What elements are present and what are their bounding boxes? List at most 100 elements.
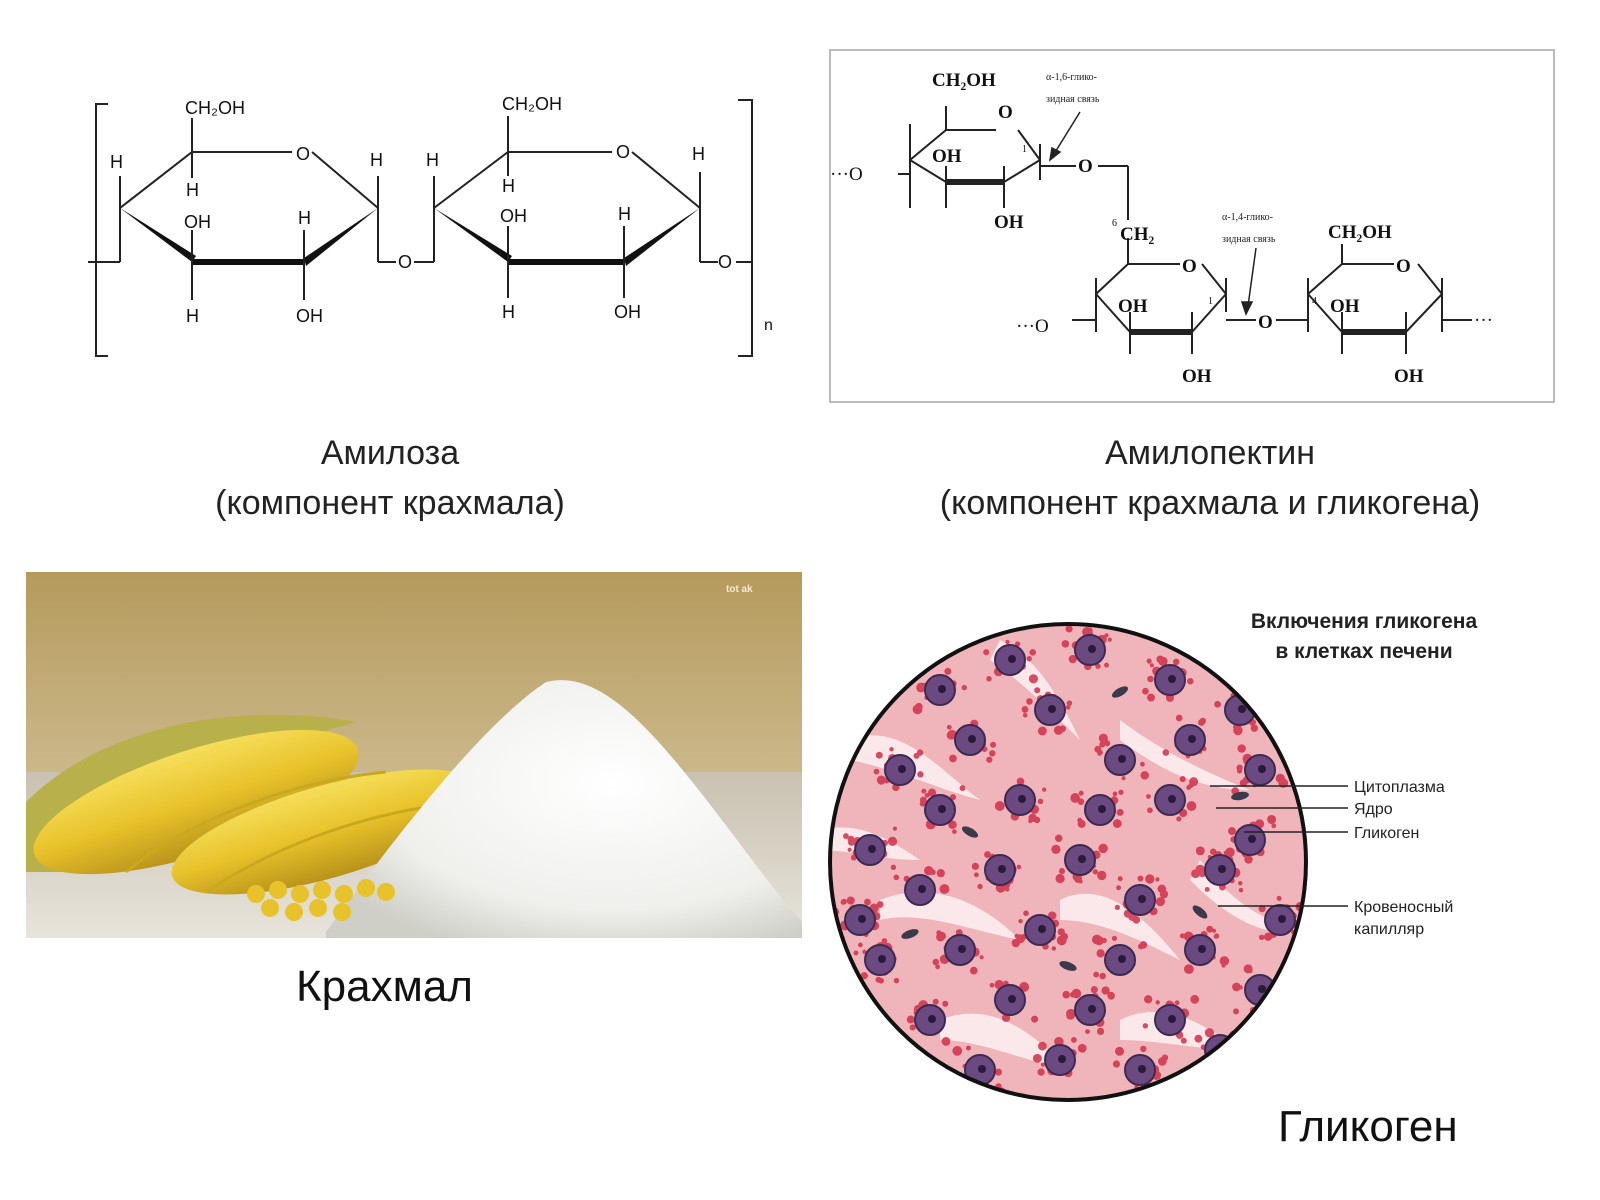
bond-16-label-line2: зидная связь <box>1046 94 1100 105</box>
glycogen-granule <box>1172 658 1180 666</box>
amylose-h-2: H <box>186 180 199 200</box>
glycogen-granule <box>949 794 957 801</box>
glycogen-granule <box>1097 870 1107 881</box>
nucleolus <box>1048 705 1056 713</box>
glycogen-granule <box>952 1046 963 1056</box>
glycogen-granule <box>846 896 855 905</box>
glycogen-granule <box>1021 706 1029 713</box>
legend-leaders <box>1210 785 1348 907</box>
glycogen-granule <box>1142 687 1149 695</box>
bond-14-label-line1: α-1,4-глико- <box>1222 212 1273 223</box>
glycogen-granule <box>979 955 984 960</box>
glycogen-granule <box>1228 827 1236 835</box>
amylose-caption-subtitle: (компонент крахмала) <box>215 484 565 522</box>
amylose-h-1: H <box>110 152 123 172</box>
glycogen-granule <box>1236 768 1243 774</box>
glycogen-granule <box>1271 823 1277 829</box>
glycogen-granule <box>1140 1045 1147 1053</box>
glycogen-granule <box>1098 843 1108 854</box>
nucleolus <box>958 945 966 953</box>
amylose-h-3: H <box>298 208 311 228</box>
glycogen-granule <box>1301 916 1306 921</box>
glycogen-granule <box>1016 934 1025 944</box>
amylose-h-6: H <box>426 150 439 170</box>
glycogen-granule <box>973 872 979 878</box>
nucleolus <box>1118 955 1126 963</box>
glycogen-granule <box>1078 790 1084 796</box>
left-bracket <box>95 103 108 357</box>
glycogen-granule <box>1186 801 1197 811</box>
glycogen-granule <box>1032 1053 1042 1063</box>
glycogen-granule <box>1090 986 1098 994</box>
glycogen-granule <box>1155 1000 1160 1005</box>
amylopectin-ch2: CH₂ <box>1120 224 1155 245</box>
micrograph-border <box>828 622 1308 1102</box>
glycogen-granule <box>1187 677 1194 685</box>
amylopectin-num-4: 4 <box>1312 296 1317 307</box>
nucleolus <box>1218 865 1226 873</box>
glycogen-granule <box>1023 910 1029 917</box>
glycogen-granule <box>1065 705 1071 710</box>
glycogen-granule <box>1112 791 1118 797</box>
glycogen-granule <box>917 771 924 778</box>
glycogen-granule <box>892 826 897 831</box>
nucleolus <box>1018 795 1026 803</box>
glycogen-granule <box>1155 877 1160 882</box>
glycogen-granule <box>906 1015 915 1024</box>
glycogen-granule <box>873 768 880 775</box>
glycogen-granule <box>1051 946 1057 951</box>
glycogen-granule <box>1037 798 1044 805</box>
amylose-h-4: H <box>370 150 383 170</box>
amylopectin-ring-bottom-right <box>1307 244 1472 354</box>
nucleolus <box>1198 945 1206 953</box>
glycogen-granule <box>1016 778 1022 784</box>
nucleolus <box>978 1065 986 1073</box>
glycogen-granule <box>949 754 957 763</box>
hepatocyte-nucleus <box>1204 1034 1236 1066</box>
glycogen-granule <box>1096 949 1105 958</box>
glycogen-granule <box>1149 663 1154 668</box>
glycogen-granule <box>1095 663 1101 669</box>
glycogen-granule <box>1028 674 1038 684</box>
glycogen-granule <box>932 998 939 1005</box>
amylopectin-dots-o-top: ···O <box>830 164 863 185</box>
glycogen-granule <box>862 949 867 954</box>
glycogen-granule <box>1086 627 1093 634</box>
nucleolus <box>938 685 946 693</box>
glycogen-granule <box>864 898 871 906</box>
glycogen-granule <box>1140 771 1149 780</box>
glycogen-granule <box>1194 1034 1203 1043</box>
nucleolus <box>968 735 976 743</box>
bond-16-label-line1: α-1,6-глико- <box>1046 72 1097 83</box>
glycogen-granule <box>959 785 966 792</box>
nucleolus <box>1238 705 1246 713</box>
amylopectin-bridge-o-14: O <box>1258 312 1273 333</box>
glycogen-granule <box>875 976 882 983</box>
glycogen-granule <box>994 1068 1003 1076</box>
amylopectin-ring-top <box>898 106 1129 220</box>
nucleolus <box>918 885 926 893</box>
glycogen-granule <box>1034 687 1041 694</box>
glycogen-granule <box>1211 928 1217 933</box>
nucleolus <box>1138 1065 1146 1073</box>
nucleolus <box>1078 855 1086 863</box>
legend-cytoplasm: Цитоплазма <box>1354 779 1445 796</box>
glycogen-granule <box>1137 875 1144 882</box>
glycogen-granule <box>1219 956 1230 966</box>
glycogen-granule <box>1140 761 1145 767</box>
glycogen-granule <box>1062 990 1071 999</box>
glycogen-granule <box>1211 1066 1217 1072</box>
glycogen-granule <box>924 865 934 876</box>
glycogen-granule <box>1085 1029 1090 1035</box>
amylopectin-oh-top-bottom: OH <box>994 212 1024 233</box>
glycogen-granule <box>890 864 897 870</box>
glycogen-granule <box>927 788 937 797</box>
glycogen-granule <box>936 869 945 878</box>
glycogen-granule <box>1005 639 1010 645</box>
glycogen-granule <box>1146 658 1152 664</box>
glycogen-granule <box>1199 717 1207 725</box>
glycogen-granule <box>1051 844 1061 854</box>
glycogen-granule <box>875 751 883 759</box>
amylopectin-ring-o-top: O <box>998 102 1013 123</box>
glycogen-granule <box>1250 724 1259 732</box>
